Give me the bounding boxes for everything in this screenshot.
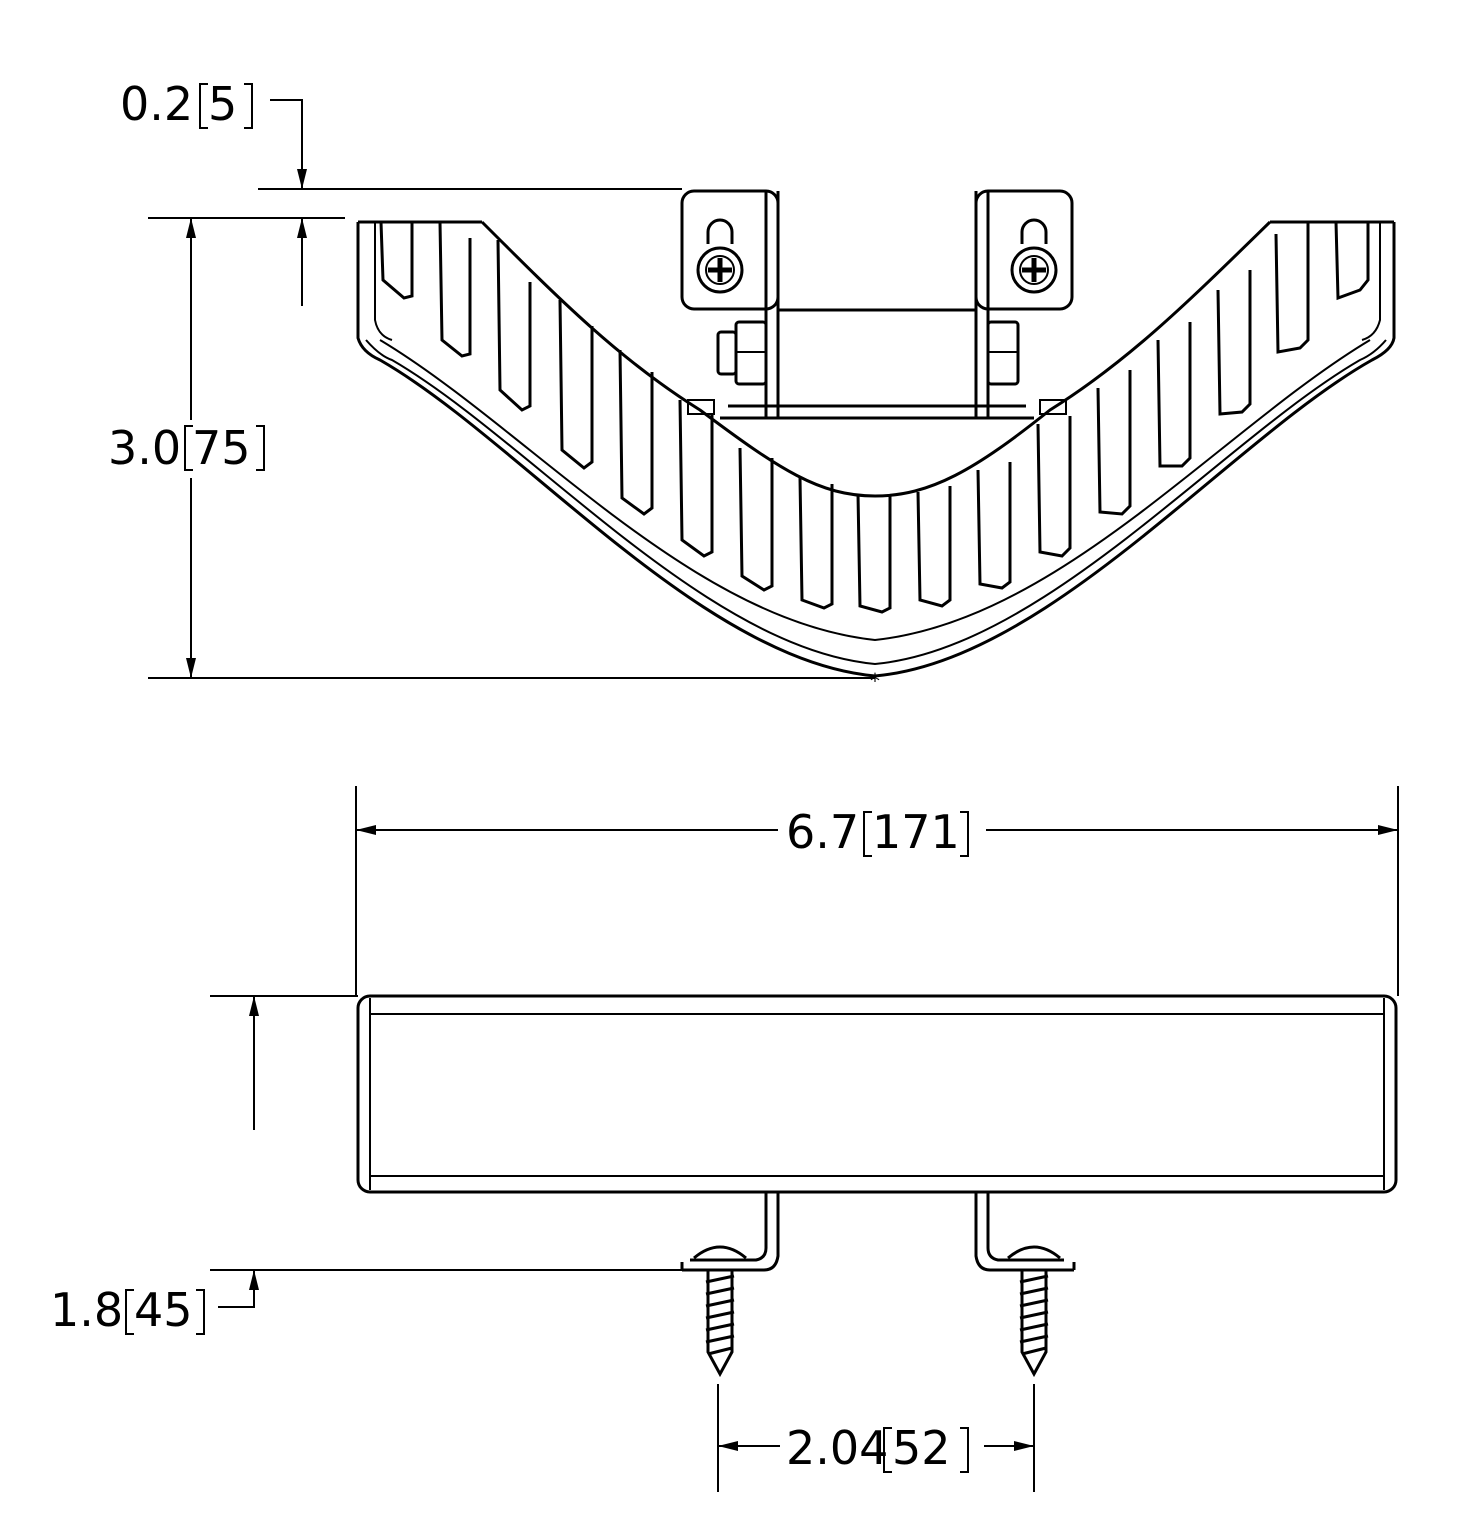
screw-left (705, 1270, 735, 1378)
dim-spacing-metric: 52 (892, 1421, 951, 1475)
dim-spacing-imperial: 2.04 (786, 1421, 888, 1475)
screw-right (1019, 1270, 1049, 1378)
dimension-height-top-view: 3.0 75 (108, 218, 875, 679)
dimension-screw-spacing: 2.04 52 (717, 1384, 1035, 1492)
dim-width-imperial: 6.7 (786, 805, 859, 859)
svg-text:*: * (870, 669, 880, 693)
side-view (356, 994, 1398, 1378)
dimension-height-side-view: 1.8 45 (50, 995, 682, 1337)
dim-height-top-metric: 75 (192, 421, 251, 475)
cooling-fins (379, 221, 1370, 614)
dim-offset-top-metric: 5 (208, 77, 237, 131)
dim-height-side-metric: 45 (134, 1283, 193, 1337)
dim-height-side-imperial: 1.8 (50, 1283, 123, 1337)
mounting-bracket (680, 189, 1074, 420)
dimension-overall-width: 6.7 171 (355, 786, 1399, 996)
dim-width-metric: 171 (872, 805, 960, 859)
dimension-offset-top: 0.2 5 (120, 77, 682, 306)
dim-height-top-imperial: 3.0 (108, 421, 181, 475)
dim-offset-top-imperial: 0.2 (120, 77, 193, 131)
top-view: * (356, 189, 1396, 693)
